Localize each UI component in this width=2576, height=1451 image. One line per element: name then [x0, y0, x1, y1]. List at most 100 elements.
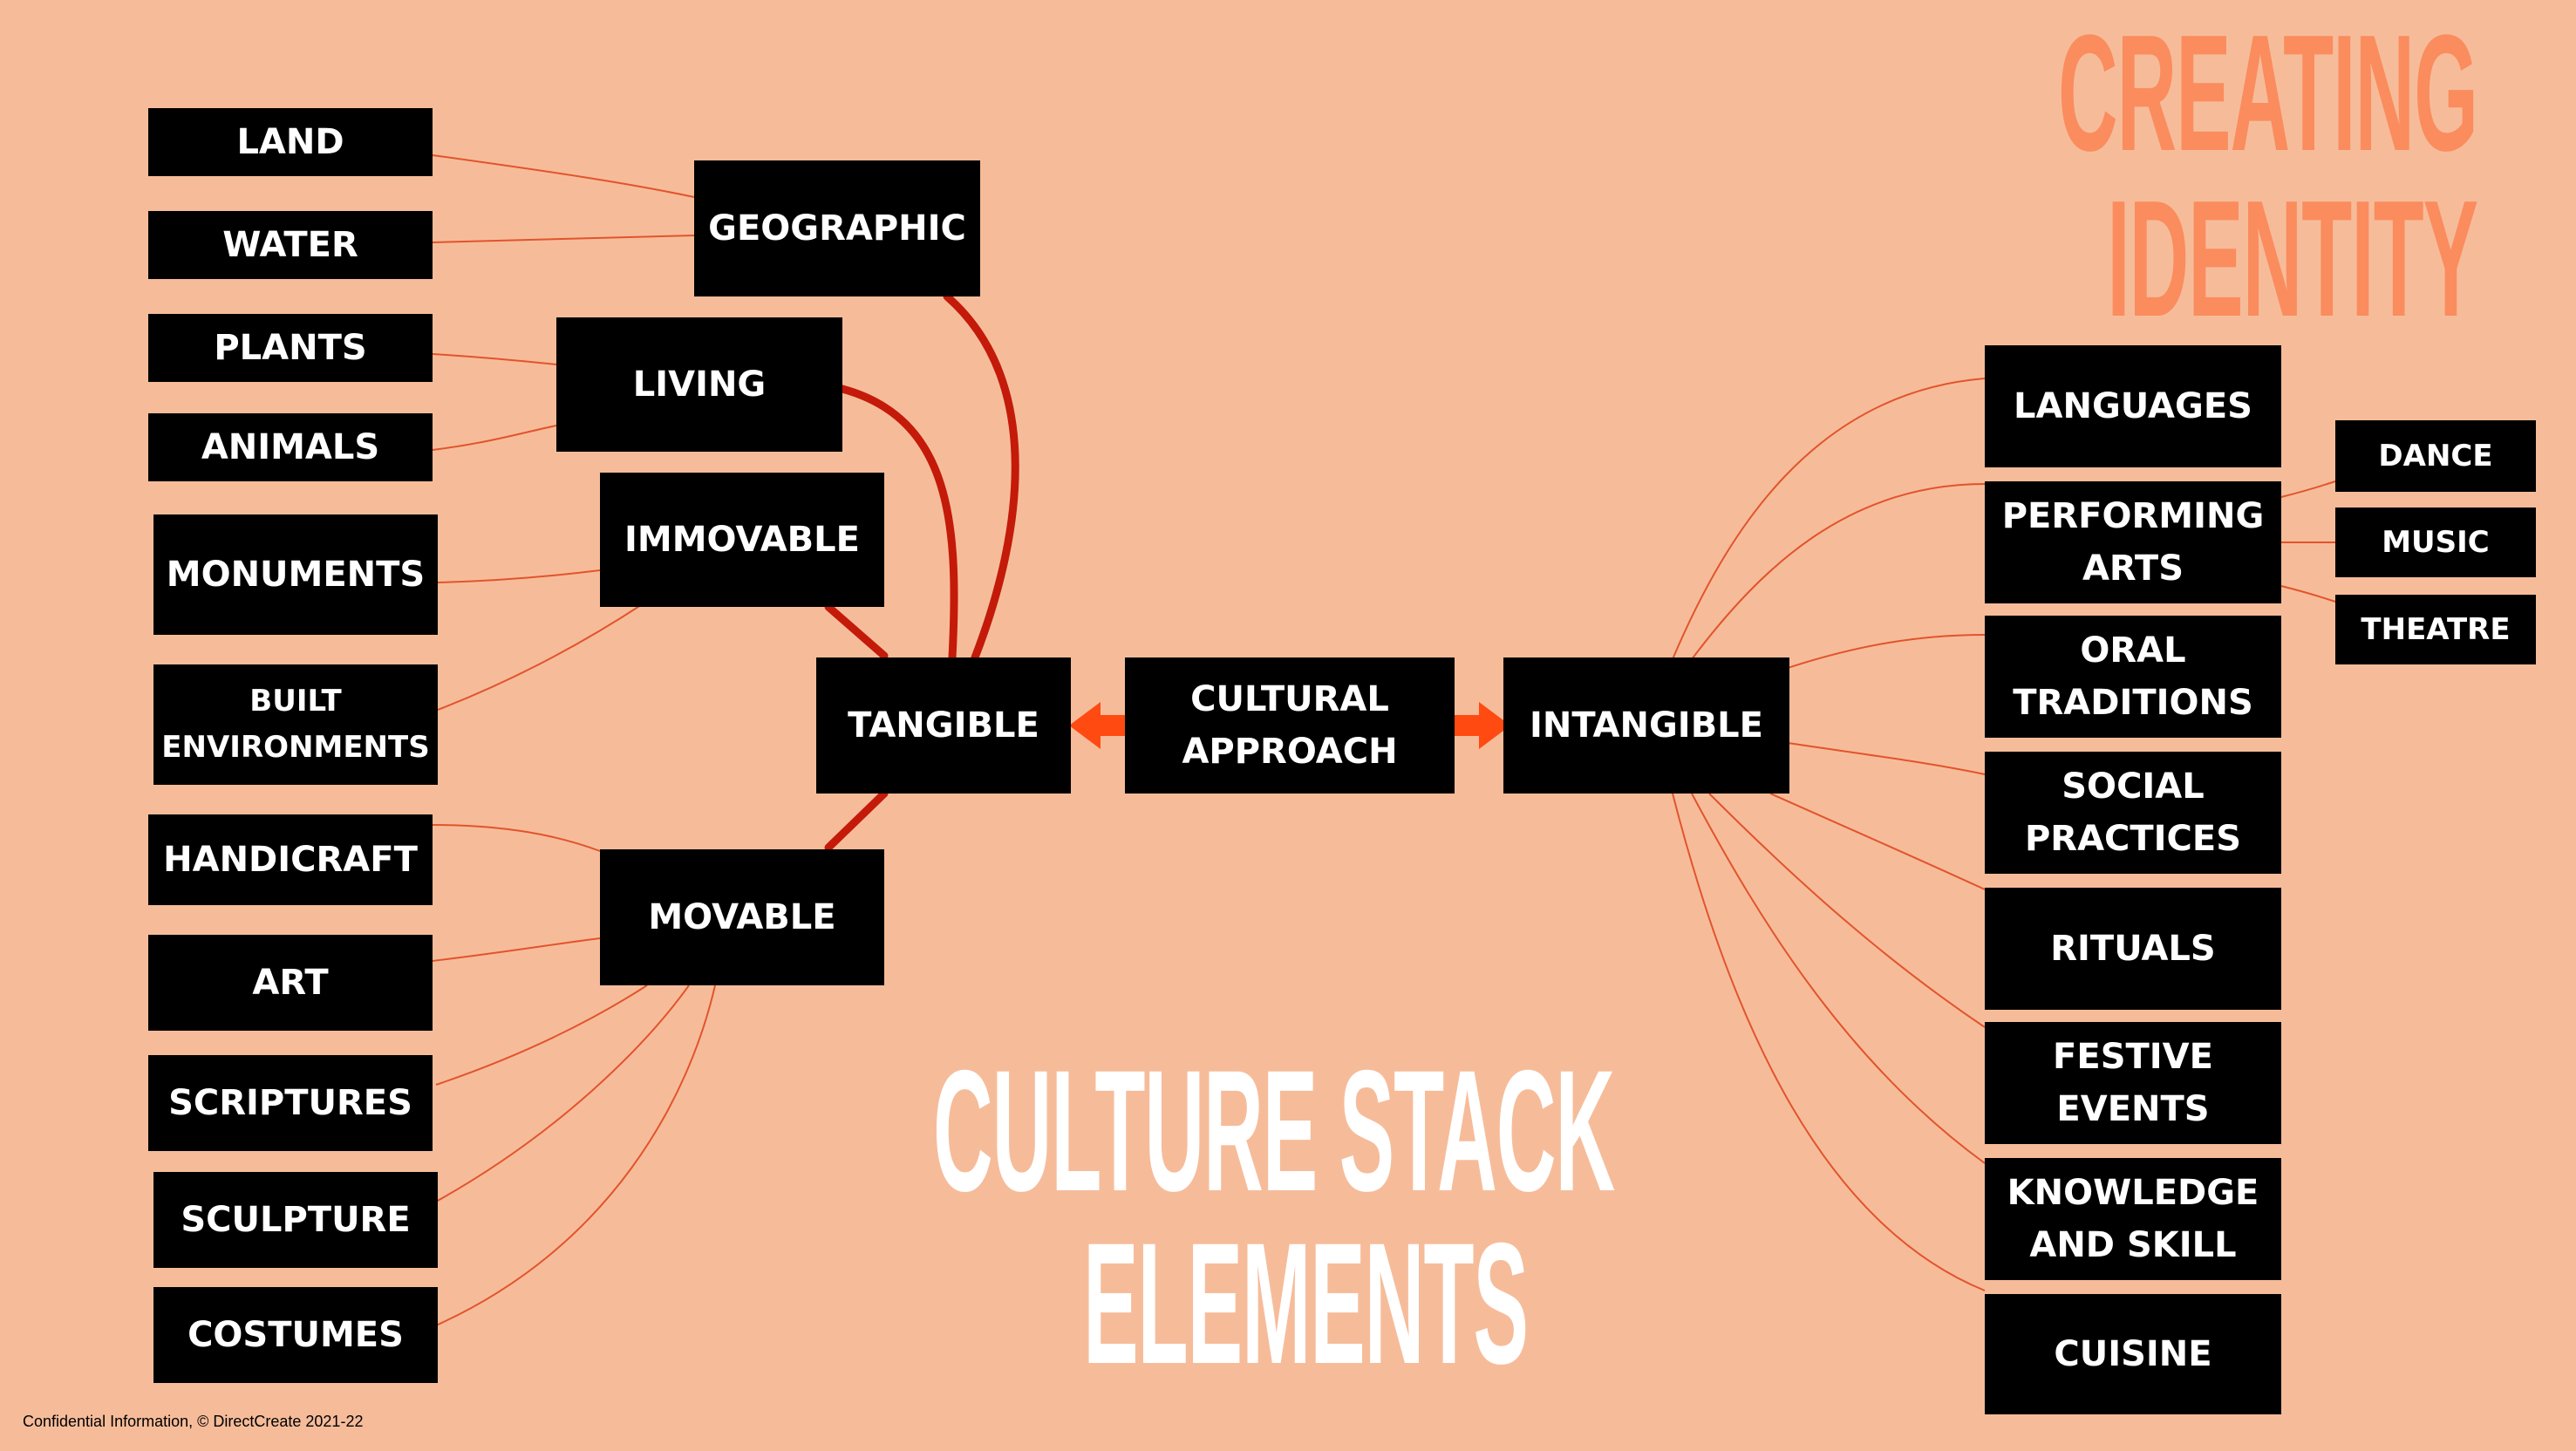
node-monuments-label: MONUMENTS: [166, 555, 426, 595]
node-festive-line-1: FESTIVE: [2053, 1037, 2213, 1077]
node-built-line-2: ENVIRONMENTS: [161, 730, 430, 765]
title-top-line-1: CREATING: [2058, 1, 2478, 186]
node-languages: LANGUAGES: [1985, 345, 2281, 467]
link-handicraft-movable: [432, 824, 601, 852]
node-land: LAND: [148, 108, 433, 176]
node-water-label: WATER: [222, 225, 358, 265]
node-intangible-label: INTANGIBLE: [1530, 705, 1763, 746]
link-tangible-immovable: [824, 603, 889, 660]
link-intangible-knowledge: [1691, 793, 1986, 1164]
node-sculpture: SCULPTURE: [153, 1172, 438, 1268]
node-art-label: ART: [252, 963, 329, 1003]
node-cuisine: CUISINE: [1985, 1294, 2281, 1414]
link-intangible-languages: [1672, 378, 1986, 660]
node-oral-traditions: ORAL TRADITIONS: [1985, 616, 2281, 738]
arrow-left-icon: [1069, 702, 1128, 749]
node-dance-label: DANCE: [2378, 438, 2493, 473]
node-cuisine-label: CUISINE: [2054, 1334, 2212, 1374]
node-rituals: RITUALS: [1985, 888, 2281, 1010]
node-music: MUSIC: [2335, 508, 2536, 577]
node-social-practices: SOCIAL PRACTICES: [1985, 752, 2281, 874]
node-plants-label: PLANTS: [214, 328, 367, 368]
node-rituals-label: RITUALS: [2050, 929, 2216, 969]
node-art: ART: [148, 935, 433, 1031]
node-social-line-1: SOCIAL: [2061, 766, 2205, 807]
link-monuments-immovable: [437, 569, 601, 583]
node-knowledge-line-2: AND SKILL: [2029, 1225, 2237, 1265]
title-top-line-2: IDENTITY: [2107, 167, 2478, 351]
title-creating-identity: CREATING IDENTITY: [2058, 1, 2478, 351]
node-cultural-approach-line-1: CULTURAL: [1190, 679, 1389, 719]
node-music-label: MUSIC: [2382, 524, 2490, 560]
link-art-movable: [432, 937, 601, 962]
node-immovable: IMMOVABLE: [600, 473, 884, 607]
link-tangible-geographic: [943, 292, 1019, 662]
node-festive-events: FESTIVE EVENTS: [1985, 1022, 2281, 1144]
node-knowledge-line-1: KNOWLEDGE: [2007, 1173, 2259, 1213]
node-theatre-label: THEATRE: [2361, 611, 2511, 647]
link-intangible-social: [1787, 742, 1986, 775]
title-main-line-2: ELEMENTS: [1083, 1207, 1529, 1400]
node-movable-label: MOVABLE: [648, 897, 836, 937]
link-performing-theatre: [2280, 585, 2336, 603]
link-costumes-movable: [435, 984, 716, 1326]
node-built-environments: BUILT ENVIRONMENTS: [153, 664, 438, 785]
link-intangible-oral: [1787, 634, 1986, 669]
link-plants-living: [432, 353, 557, 365]
node-animals-label: ANIMALS: [201, 427, 380, 467]
node-immovable-label: IMMOVABLE: [624, 520, 860, 560]
arrow-right-icon: [1449, 702, 1510, 749]
node-plants: PLANTS: [148, 314, 433, 382]
node-performing-line-1: PERFORMING: [2001, 496, 2265, 536]
node-monuments: MONUMENTS: [153, 514, 438, 635]
node-dance: DANCE: [2335, 420, 2536, 492]
node-theatre: THEATRE: [2335, 595, 2536, 664]
link-animals-living: [432, 425, 557, 451]
node-performing-arts: PERFORMING ARTS: [1985, 481, 2281, 603]
node-costumes-label: COSTUMES: [187, 1315, 404, 1355]
title-main-line-1: CULTURE STACK: [933, 1034, 1615, 1227]
link-intangible-performing: [1691, 483, 1986, 660]
node-oral-line-1: ORAL: [2080, 630, 2186, 671]
node-festive-line-2: EVENTS: [2056, 1089, 2210, 1129]
link-intangible-cuisine: [1672, 793, 1986, 1291]
node-languages-label: LANGUAGES: [2014, 386, 2252, 426]
link-land-geographic: [432, 154, 695, 198]
node-intangible: INTANGIBLE: [1503, 657, 1789, 794]
node-land-label: LAND: [236, 122, 344, 162]
node-built-line-1: BUILT: [249, 684, 342, 719]
title-culture-stack-elements: CULTURE STACK ELEMENTS: [933, 1034, 1615, 1400]
node-handicraft-label: HANDICRAFT: [163, 840, 418, 880]
footer-confidential: Confidential Information, © DirectCreate…: [23, 1413, 364, 1430]
node-social-line-2: PRACTICES: [2024, 819, 2242, 859]
node-handicraft: HANDICRAFT: [148, 814, 433, 905]
node-cultural-approach: CULTURAL APPROACH: [1125, 657, 1455, 794]
link-intangible-festive: [1708, 793, 1986, 1028]
link-tangible-living: [838, 385, 958, 662]
node-knowledge-and-skill: KNOWLEDGE AND SKILL: [1985, 1158, 2281, 1280]
node-living-label: LIVING: [632, 364, 767, 405]
link-tangible-movable: [824, 789, 889, 852]
node-scriptures-label: SCRIPTURES: [168, 1083, 412, 1123]
node-sculpture-label: SCULPTURE: [181, 1200, 411, 1240]
node-living: LIVING: [556, 317, 842, 452]
node-water: WATER: [148, 211, 433, 279]
link-intangible-rituals: [1769, 793, 1986, 890]
node-cultural-approach-line-2: APPROACH: [1182, 732, 1398, 772]
link-sculpture-movable: [435, 984, 690, 1202]
link-performing-dance: [2280, 480, 2336, 498]
link-scriptures-movable: [435, 984, 648, 1086]
link-water-geographic: [432, 235, 695, 243]
node-geographic: GEOGRAPHIC: [694, 160, 980, 296]
node-geographic-label: GEOGRAPHIC: [708, 208, 966, 249]
node-movable: MOVABLE: [600, 849, 884, 985]
node-tangible: TANGIBLE: [816, 657, 1071, 794]
link-built-immovable: [437, 603, 644, 711]
node-animals: ANIMALS: [148, 413, 433, 481]
node-costumes: COSTUMES: [153, 1287, 438, 1383]
node-scriptures: SCRIPTURES: [148, 1055, 433, 1151]
node-oral-line-2: TRADITIONS: [2013, 683, 2253, 723]
node-tangible-label: TANGIBLE: [848, 705, 1039, 746]
node-performing-line-2: ARTS: [2082, 548, 2184, 589]
